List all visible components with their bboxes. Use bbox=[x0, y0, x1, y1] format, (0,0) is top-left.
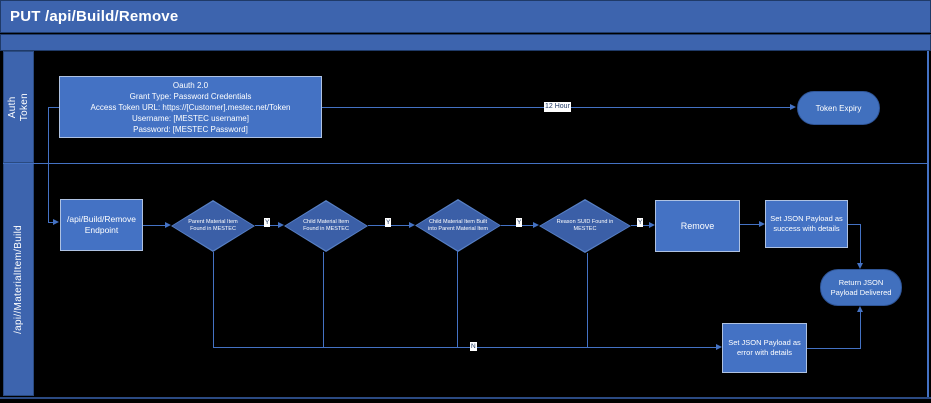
connector-into-endpoint bbox=[48, 222, 55, 223]
decision-parent-material-item: Parent Material Item Found in MESTEC bbox=[171, 200, 255, 252]
title-sub-band bbox=[0, 34, 931, 51]
label-yes-4: Y bbox=[637, 218, 644, 227]
arrowhead-d4 bbox=[533, 222, 539, 228]
decision-child-material-item-found: Child Material Item Found in MESTEC bbox=[284, 200, 368, 252]
lane-divider-line bbox=[3, 163, 929, 164]
connector-remove-success bbox=[740, 224, 760, 225]
label-no: N bbox=[470, 342, 477, 351]
connector-success-down bbox=[860, 224, 861, 264]
connector-error-up bbox=[860, 312, 861, 349]
token-expiry-terminator: Token Expiry bbox=[797, 91, 880, 125]
lane-header-api-materialitem-build: /api//MaterialItem/Build bbox=[3, 163, 34, 396]
token-expiry-label: Token Expiry bbox=[815, 103, 862, 113]
lane-label-auth-token: Auth Token bbox=[6, 92, 30, 122]
lane-right-border bbox=[927, 51, 929, 397]
arrowhead-return-top bbox=[857, 263, 863, 269]
label-12-hour: 12 Hour bbox=[544, 102, 571, 112]
arrowhead-d3 bbox=[409, 222, 415, 228]
arrowhead-d1 bbox=[165, 222, 171, 228]
arrowhead-token-expiry bbox=[790, 104, 796, 110]
decision-reason-suid-found-label: Reason SUID Found in MESTEC bbox=[556, 219, 614, 232]
label-yes-3: Y bbox=[516, 218, 523, 227]
connector-d3-no bbox=[457, 251, 458, 347]
error-payload-box: Set JSON Payload as error with details bbox=[722, 323, 807, 373]
oauth-credentials-text: Oauth 2.0 Grant Type: Password Credentia… bbox=[91, 80, 291, 135]
arrowhead-d2 bbox=[278, 222, 284, 228]
lane-bottom-border bbox=[0, 397, 931, 399]
lane-label-api-materialitem-build: /api//MaterialItem/Build bbox=[12, 225, 24, 334]
connector-d4-no bbox=[587, 253, 588, 347]
label-yes-2: Y bbox=[385, 218, 392, 227]
decision-parent-material-item-label: Parent Material Item Found in MESTEC bbox=[188, 219, 238, 232]
connector-oauth-left bbox=[48, 107, 59, 108]
remove-process-box: Remove bbox=[655, 200, 740, 252]
arrowhead-return-bottom bbox=[857, 306, 863, 312]
arrowhead-error-box bbox=[716, 344, 722, 350]
success-payload-label: Set JSON Payload as success with details bbox=[770, 214, 843, 233]
arrowhead-endpoint bbox=[53, 219, 59, 225]
connector-no-rail bbox=[213, 347, 716, 348]
diagram-title: PUT /api/Build/Remove bbox=[10, 8, 179, 25]
success-payload-box: Set JSON Payload as success with details bbox=[765, 200, 848, 248]
arrowhead-success bbox=[759, 221, 765, 227]
oauth-line-1: Oauth 2.0 bbox=[172, 80, 209, 90]
connector-error-right bbox=[807, 348, 861, 349]
endpoint-label: /api/Build/Remove Endpoint bbox=[67, 214, 136, 235]
connector-oauth-down bbox=[48, 107, 49, 222]
decision-child-built-into-parent-label: Child Material Item Built into Parent Ma… bbox=[428, 218, 488, 232]
arrowhead-remove bbox=[649, 222, 655, 228]
decision-child-built-into-parent: Child Material Item Built into Parent Ma… bbox=[415, 199, 501, 252]
oauth-line-5: Password: [MESTEC Password] bbox=[133, 124, 248, 134]
label-yes-1: Y bbox=[264, 218, 271, 227]
decision-child-material-item-found-label: Child Material Item Found in MESTEC bbox=[303, 219, 349, 232]
oauth-line-3: Access Token URL: https://[Customer].mes… bbox=[90, 102, 291, 112]
return-json-label: Return JSON Payload Delivered bbox=[830, 277, 892, 297]
return-json-terminator: Return JSON Payload Delivered bbox=[820, 269, 902, 306]
oauth-line-2: Grant Type: Password Credentials bbox=[129, 91, 252, 101]
connector-d2-no bbox=[323, 252, 324, 347]
endpoint-box: /api/Build/Remove Endpoint bbox=[60, 199, 143, 251]
decision-reason-suid-found: Reason SUID Found in MESTEC bbox=[539, 199, 631, 253]
oauth-line-4: Username: [MESTEC username] bbox=[132, 113, 249, 123]
error-payload-label: Set JSON Payload as error with details bbox=[728, 338, 801, 357]
connector-success-right bbox=[848, 224, 861, 225]
diagram-title-bar: PUT /api/Build/Remove bbox=[0, 0, 931, 33]
connector-endpoint-d1 bbox=[143, 225, 166, 226]
oauth-credentials-box: Oauth 2.0 Grant Type: Password Credentia… bbox=[59, 76, 322, 138]
remove-label: Remove bbox=[680, 221, 715, 231]
connector-d1-no bbox=[213, 252, 214, 347]
lane-header-auth-token: Auth Token bbox=[3, 51, 34, 163]
